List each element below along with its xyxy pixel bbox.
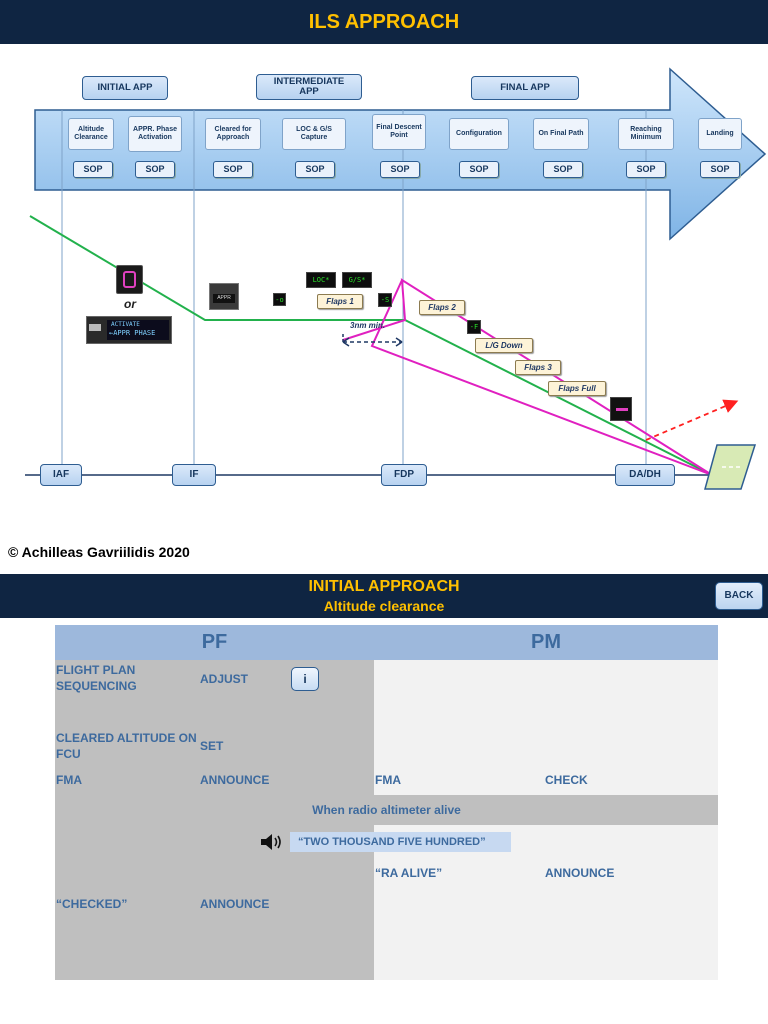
fix-iaf: IAF — [40, 464, 82, 486]
step-configuration[interactable]: Configuration — [449, 118, 509, 150]
appr-push-button-icon — [116, 265, 143, 294]
altitude-callout: “TWO THOUSAND FIVE HUNDRED” — [290, 832, 511, 852]
sop-button-configuration[interactable]: SOP — [459, 161, 499, 178]
sop-button-appr-phase[interactable]: SOP — [135, 161, 175, 178]
flaps-1-label: Flaps 1 — [317, 294, 363, 309]
page-title: ILS APPROACH — [0, 0, 768, 44]
speed-o-indicator: -o — [273, 293, 286, 306]
pf-column-header: PF — [55, 625, 374, 660]
step-cleared-for-approach[interactable]: Cleared for Approach — [205, 118, 261, 150]
step-landing[interactable]: Landing — [698, 118, 742, 150]
magenta-intercept-path — [370, 279, 713, 476]
pm-column-header: PM — [374, 625, 718, 660]
go-around-path — [645, 399, 739, 441]
timeline-arrow — [34, 67, 767, 241]
info-button[interactable]: i — [291, 667, 319, 691]
sop-button-minimum[interactable]: SOP — [626, 161, 666, 178]
copyright-text: © Achilleas Gavriilidis 2020 — [8, 544, 190, 560]
magenta-descent-path — [342, 278, 713, 476]
step-final-descent-point[interactable]: Final Descent Point — [372, 114, 426, 150]
speed-s-indicator: -S — [378, 293, 392, 307]
fix-da-dh: DA/DH — [615, 464, 675, 486]
step-altitude-clearance[interactable]: Altitude Clearance — [68, 118, 114, 150]
speaker-icon — [260, 833, 286, 851]
or-label: or — [124, 297, 136, 311]
step-reaching-minimum[interactable]: Reaching Minimum — [618, 118, 674, 150]
panel-header: INITIAL APPROACH Altitude clearance — [0, 574, 768, 618]
sop-button-landing[interactable]: SOP — [700, 161, 740, 178]
pf-fma-item: FMA — [56, 773, 82, 787]
loc-star-annunciator: LOC* — [306, 272, 336, 288]
sop-button-fdp[interactable]: SOP — [380, 161, 420, 178]
pf-flight-plan-item: FLIGHT PLAN SEQUENCING — [56, 663, 137, 694]
pf-fma-announce: ANNOUNCE — [200, 773, 270, 787]
pf-set-action: SET — [200, 739, 224, 753]
fix-fdp: FDP — [381, 464, 427, 486]
pf-checked-announce: ANNOUNCE — [200, 897, 270, 911]
flaps-3-label: Flaps 3 — [515, 360, 561, 375]
flaps-2-label: Flaps 2 — [419, 300, 465, 315]
step-appr-phase-activation[interactable]: APPR. Phase Activation — [128, 116, 182, 152]
condition-row: When radio altimeter alive — [55, 795, 718, 825]
panel-title: INITIAL APPROACH — [308, 578, 460, 595]
pm-ra-alive-item: “RA ALIVE” — [375, 866, 443, 880]
flaps-full-label: Flaps Full — [548, 381, 606, 396]
sop-button-on-final[interactable]: SOP — [543, 161, 583, 178]
minimum-indicator-icon — [610, 397, 632, 421]
mcdu-activate-icon: ACTIVATE ←APPR PHASE — [86, 316, 172, 344]
gear-down-label: L/G Down — [475, 338, 533, 353]
pf-adjust-action: ADJUST — [200, 672, 249, 686]
step-loc-gs-capture[interactable]: LOC & G/S Capture — [282, 118, 346, 150]
pf-cleared-altitude-item: CLEARED ALTITUDE ON FCU — [56, 731, 197, 762]
back-button[interactable]: BACK — [715, 582, 763, 610]
gs-star-annunciator: G/S* — [342, 272, 372, 288]
speed-f-indicator: -F — [467, 320, 481, 334]
phase-final-app[interactable]: FINAL APP — [471, 76, 579, 100]
panel-subtitle: Altitude clearance — [323, 598, 445, 614]
fix-if: IF — [172, 464, 216, 486]
sop-button-loc-gs[interactable]: SOP — [295, 161, 335, 178]
pf-checked-item: “CHECKED” — [56, 897, 128, 911]
appr-button-icon: APPR — [209, 283, 239, 310]
pm-ra-alive-announce: ANNOUNCE — [545, 866, 615, 880]
sop-button-altitude-clearance[interactable]: SOP — [73, 161, 113, 178]
phase-intermediate-app[interactable]: INTERMEDIATE APP — [256, 74, 362, 100]
distance-label: 3nm min. — [350, 321, 386, 330]
sop-button-cleared-approach[interactable]: SOP — [213, 161, 253, 178]
pm-fma-item: FMA — [375, 773, 401, 787]
pm-fma-check: CHECK — [545, 773, 588, 787]
phase-initial-app[interactable]: INITIAL APP — [82, 76, 168, 100]
step-on-final-path[interactable]: On Final Path — [533, 118, 589, 150]
